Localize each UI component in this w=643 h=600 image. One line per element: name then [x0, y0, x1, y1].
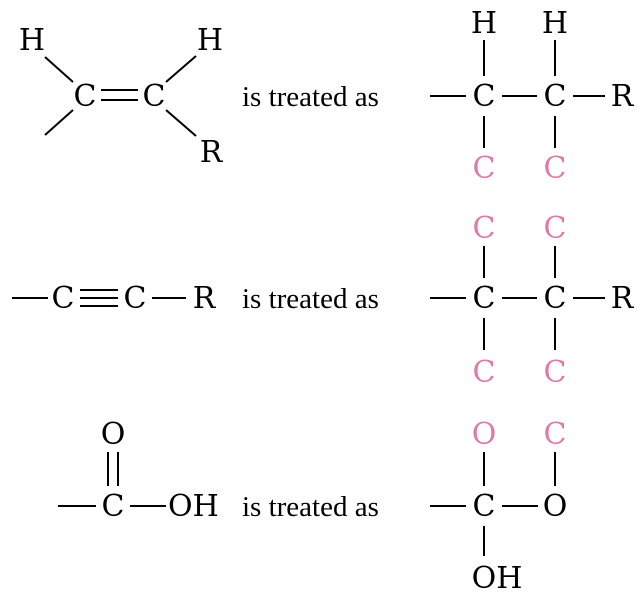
- atom-c-right: C: [143, 79, 166, 114]
- duplicate-atom-c-2: C: [544, 151, 567, 186]
- row-2-alkyne: C C R is treated as C C C C R C C: [12, 211, 635, 390]
- atom-c-1: C: [473, 79, 496, 114]
- atom-r: R: [611, 281, 635, 316]
- duplicate-atom-c-bottom-2: C: [544, 355, 567, 390]
- row-1-right-structure: H H C C R C C: [430, 6, 635, 186]
- duplicate-atom-c-1: C: [473, 151, 496, 186]
- bond-c-right-h: [165, 55, 197, 83]
- row-2-left-structure: C C R: [12, 281, 217, 316]
- atom-h-2: H: [542, 6, 568, 41]
- row-3-right-structure: O C C O OH: [430, 417, 567, 596]
- bond-c-right-r: [165, 109, 197, 137]
- atom-c-2: C: [544, 281, 567, 316]
- atom-r: R: [200, 135, 224, 170]
- atom-o-carbonyl: O: [101, 417, 126, 452]
- bond-c-left-substituent: [44, 109, 74, 136]
- duplicate-atom-c-top-2: C: [544, 211, 567, 246]
- atom-c-1: C: [473, 281, 496, 316]
- atom-h-1: H: [471, 6, 497, 41]
- row-3-left-structure: O C OH: [58, 417, 219, 524]
- atom-r: R: [193, 281, 217, 316]
- row-1-left-structure: H H C C R: [19, 23, 224, 170]
- treated-as-text-1: is treated as: [242, 81, 379, 113]
- atom-h-top-left: H: [19, 23, 45, 58]
- atom-oh: OH: [472, 561, 523, 596]
- row-1-alkene: H H C C R is treated as H H C C R: [19, 6, 635, 186]
- row-3-carboxylic-acid: O C OH is treated as O C C O OH: [58, 417, 567, 596]
- atom-c-left: C: [74, 79, 97, 114]
- duplicate-atom-c: C: [544, 417, 567, 452]
- row-2-right-structure: C C C C R C C: [430, 211, 635, 390]
- treated-as-text-3: is treated as: [242, 491, 379, 523]
- atom-r: R: [611, 79, 635, 114]
- atom-c-2: C: [544, 79, 567, 114]
- atom-c-right: C: [124, 281, 147, 316]
- duplicate-atom-c-bottom-1: C: [473, 355, 496, 390]
- atom-c: C: [102, 489, 125, 524]
- atom-c-left: C: [52, 281, 75, 316]
- atom-o: O: [543, 489, 568, 524]
- bond-h-c-left: [44, 56, 74, 83]
- atom-oh: OH: [168, 489, 219, 524]
- duplicate-atom-o: O: [472, 417, 497, 452]
- duplicate-atom-c-top-1: C: [473, 211, 496, 246]
- treated-as-text-2: is treated as: [242, 283, 379, 315]
- atom-c: C: [473, 489, 496, 524]
- atom-h-top-right: H: [197, 23, 223, 58]
